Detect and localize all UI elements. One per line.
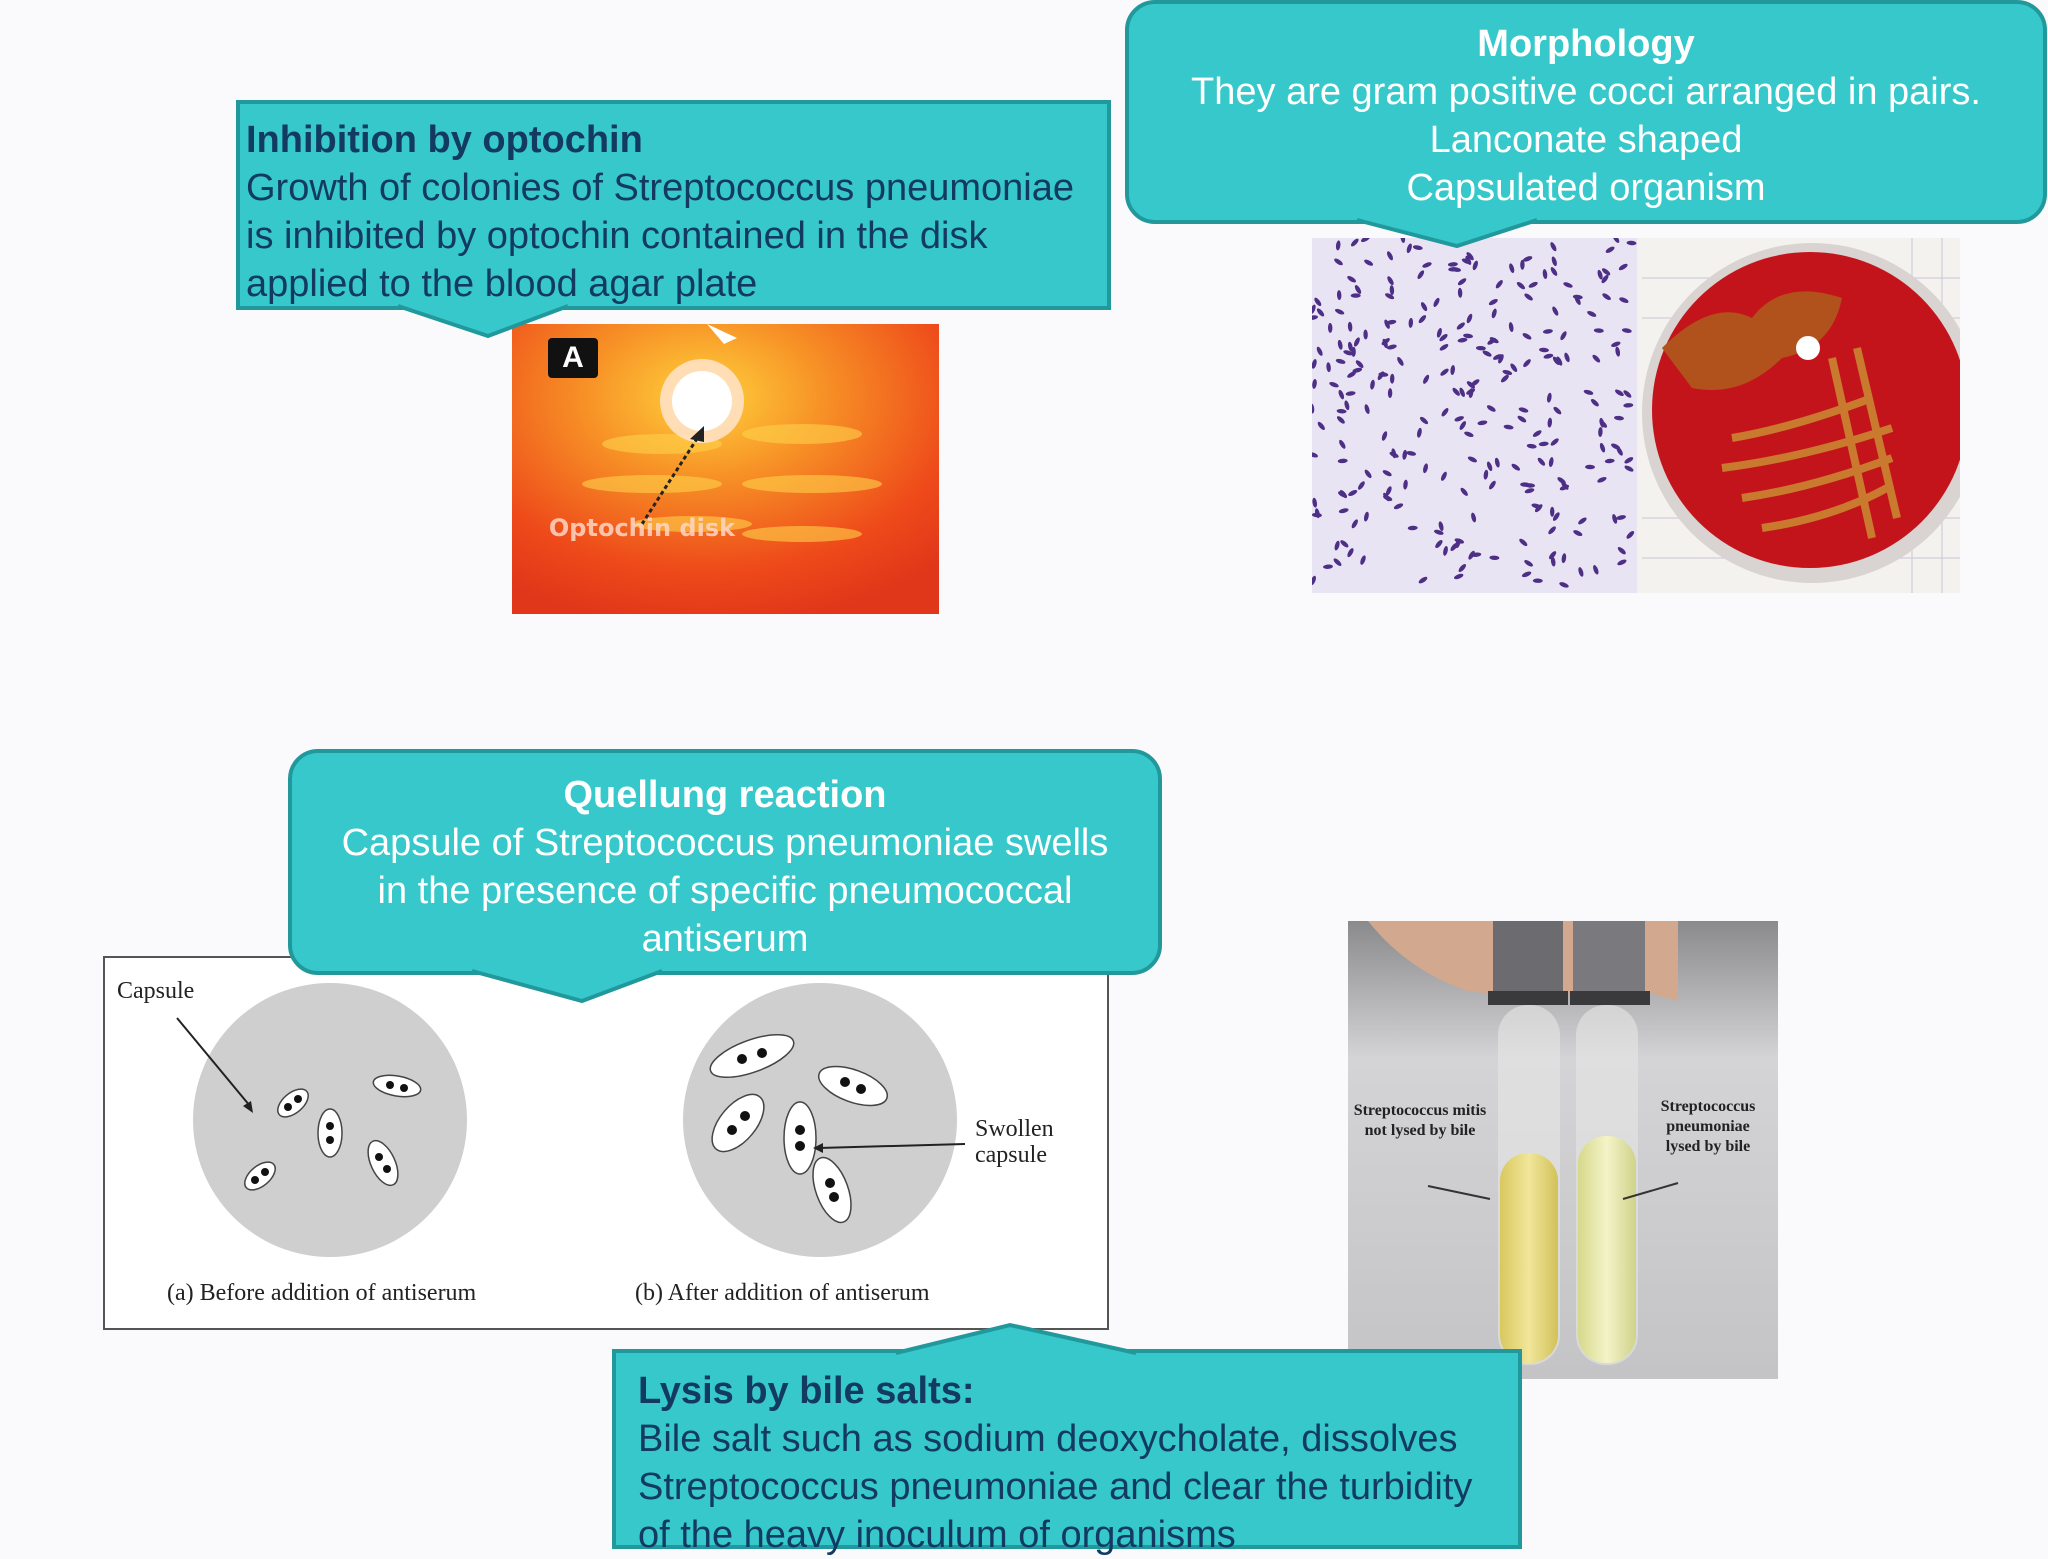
caption-after: (b) After addition of antiserum bbox=[635, 1280, 930, 1306]
caption-before: (a) Before addition of antiserum bbox=[167, 1280, 477, 1306]
capsule-label: Capsule bbox=[117, 978, 195, 1004]
morphology-heading: Morphology bbox=[1477, 23, 1695, 65]
quellung-callout: Quellung reaction Capsule of Streptococc… bbox=[288, 749, 1162, 1004]
morphology-image bbox=[1312, 238, 1960, 593]
quellung-body: Capsule of Streptococcus pneumoniae swel… bbox=[341, 822, 1109, 960]
callout-pointer bbox=[397, 304, 569, 339]
bile-body: Bile salt such as sodium deoxycholate, d… bbox=[638, 1418, 1473, 1556]
swollen-capsule-label: Swollen capsule bbox=[975, 1116, 1054, 1168]
morphology-callout: Morphology They are gram positive cocci … bbox=[1125, 0, 2047, 249]
left-tube-label: Streptococcus mitis not lysed by bile bbox=[1353, 1102, 1487, 1139]
optochin-callout: Inhibition by optochin Growth of colonie… bbox=[236, 100, 1111, 339]
bile-heading: Lysis by bile salts: bbox=[638, 1370, 975, 1412]
morphology-line-3: Capsulated organism bbox=[1406, 167, 1766, 209]
optochin-heading: Inhibition by optochin bbox=[246, 119, 643, 161]
optochin-plate-image: A Optochin disk bbox=[512, 324, 939, 614]
optochin-disk-label: Optochin disk bbox=[548, 514, 736, 542]
morphology-line-1: They are gram positive cocci arranged in… bbox=[1191, 71, 1981, 113]
figure-letter-badge: A bbox=[548, 338, 598, 378]
right-tube-label: Streptococcus pneumoniae lysed by bile bbox=[1660, 1098, 1756, 1155]
optochin-body: Growth of colonies of Streptococcus pneu… bbox=[246, 167, 1075, 305]
callout-pointer bbox=[471, 969, 663, 1004]
quellung-figure: Capsule Swollen capsule (a) Before addit… bbox=[103, 956, 1109, 1330]
callout-pointer bbox=[1356, 218, 1538, 249]
morphology-line-2: Lanconate shaped bbox=[1429, 119, 1743, 161]
quellung-heading: Quellung reaction bbox=[563, 774, 887, 816]
callout-pointer bbox=[895, 1322, 1137, 1355]
bile-callout: Lysis by bile salts: Bile salt such as s… bbox=[612, 1322, 1522, 1556]
bile-tubes-photo: Streptococcus mitis not lysed by bile St… bbox=[1348, 921, 1778, 1379]
